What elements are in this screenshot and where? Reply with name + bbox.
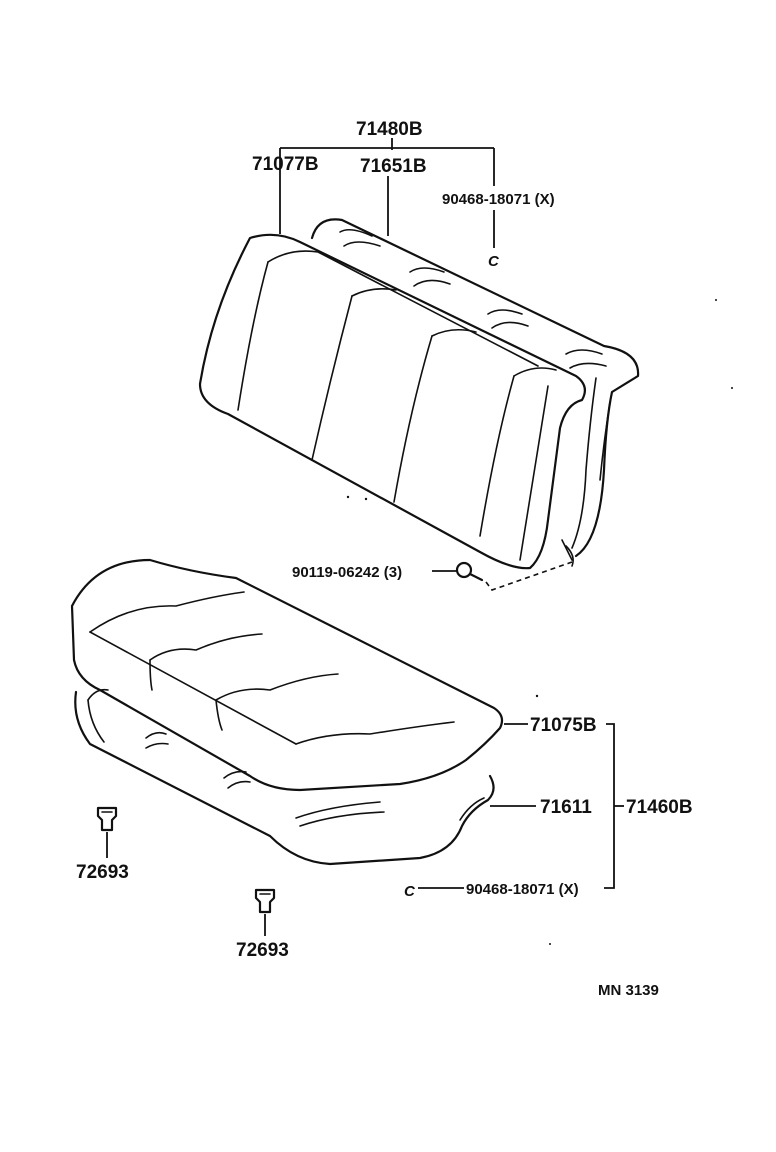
bolt-icon [455,561,573,591]
label-bolt: 90119-06242 (3) [292,564,402,581]
part-labels: 71480B 71077B 71651B 90468-18071 (X) C 9… [76,119,693,999]
label-hook-left: 72693 [76,862,129,883]
label-seatback-clip-mark: C [488,253,500,270]
label-seatback-clip: 90468-18071 (X) [442,191,555,208]
seatback-drawing [198,218,640,570]
hook-left-icon [96,806,118,858]
label-cushion-pad: 71611 [540,797,592,818]
label-cushion-cover: 71075B [530,715,597,736]
hook-right-icon [254,888,276,936]
label-seatback-cover: 71077B [252,154,319,175]
label-cushion-clip-mark: C [404,883,416,900]
label-hook-right: 72693 [236,940,289,961]
cushion-drawing [70,558,539,866]
label-seatback-assembly: 71480B [356,119,423,140]
label-seatback-pad: 71651B [360,156,427,177]
leader-lines [279,138,624,889]
label-cushion-clip: 90468-18071 (X) [466,881,579,898]
reference-code: MN 3139 [598,982,659,999]
label-cushion-assembly: 71460B [626,797,693,818]
